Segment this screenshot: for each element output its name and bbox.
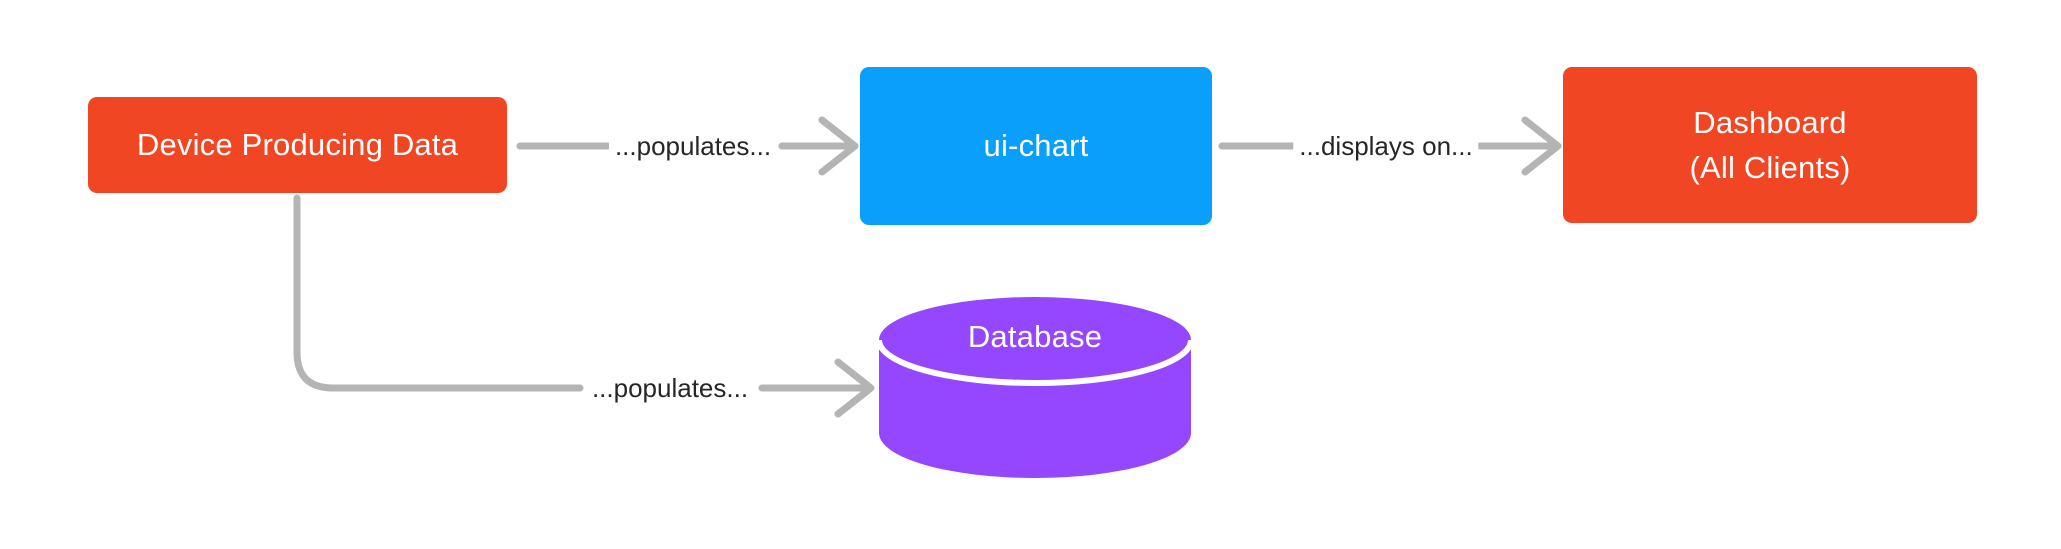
edge-label-uichart-to-dashboard: ...displays on...: [1293, 131, 1479, 161]
arrowhead-uichart-to-dashboard: [1521, 116, 1562, 176]
node-ui-chart-label: ui-chart: [983, 128, 1089, 164]
node-database[interactable]: Database: [877, 295, 1193, 478]
edge-label-device-to-database: ...populates...: [585, 373, 755, 403]
node-ui-chart[interactable]: ui-chart: [860, 67, 1212, 225]
arrowhead-device-to-database: [834, 358, 875, 418]
edge-device-to-database: [293, 194, 875, 418]
node-dashboard-label-line2: (All Clients): [1689, 149, 1851, 185]
database-cylinder-icon: [877, 297, 1193, 478]
node-database-label: Database: [967, 319, 1103, 354]
node-dashboard[interactable]: Dashboard (All Clients): [1563, 67, 1977, 223]
edge-line-device-to-database-elbow: [293, 194, 584, 392]
node-device-producing-data-label: Device Producing Data: [136, 127, 459, 163]
edge-device-to-uichart: [516, 116, 859, 176]
arrowhead-device-to-uichart: [818, 116, 859, 176]
node-device-producing-data[interactable]: Device Producing Data: [88, 97, 507, 193]
node-dashboard-label-line1: Dashboard: [1693, 104, 1847, 140]
edge-uichart-to-dashboard: [1218, 116, 1562, 176]
edge-label-device-to-uichart: ...populates...: [608, 131, 778, 161]
